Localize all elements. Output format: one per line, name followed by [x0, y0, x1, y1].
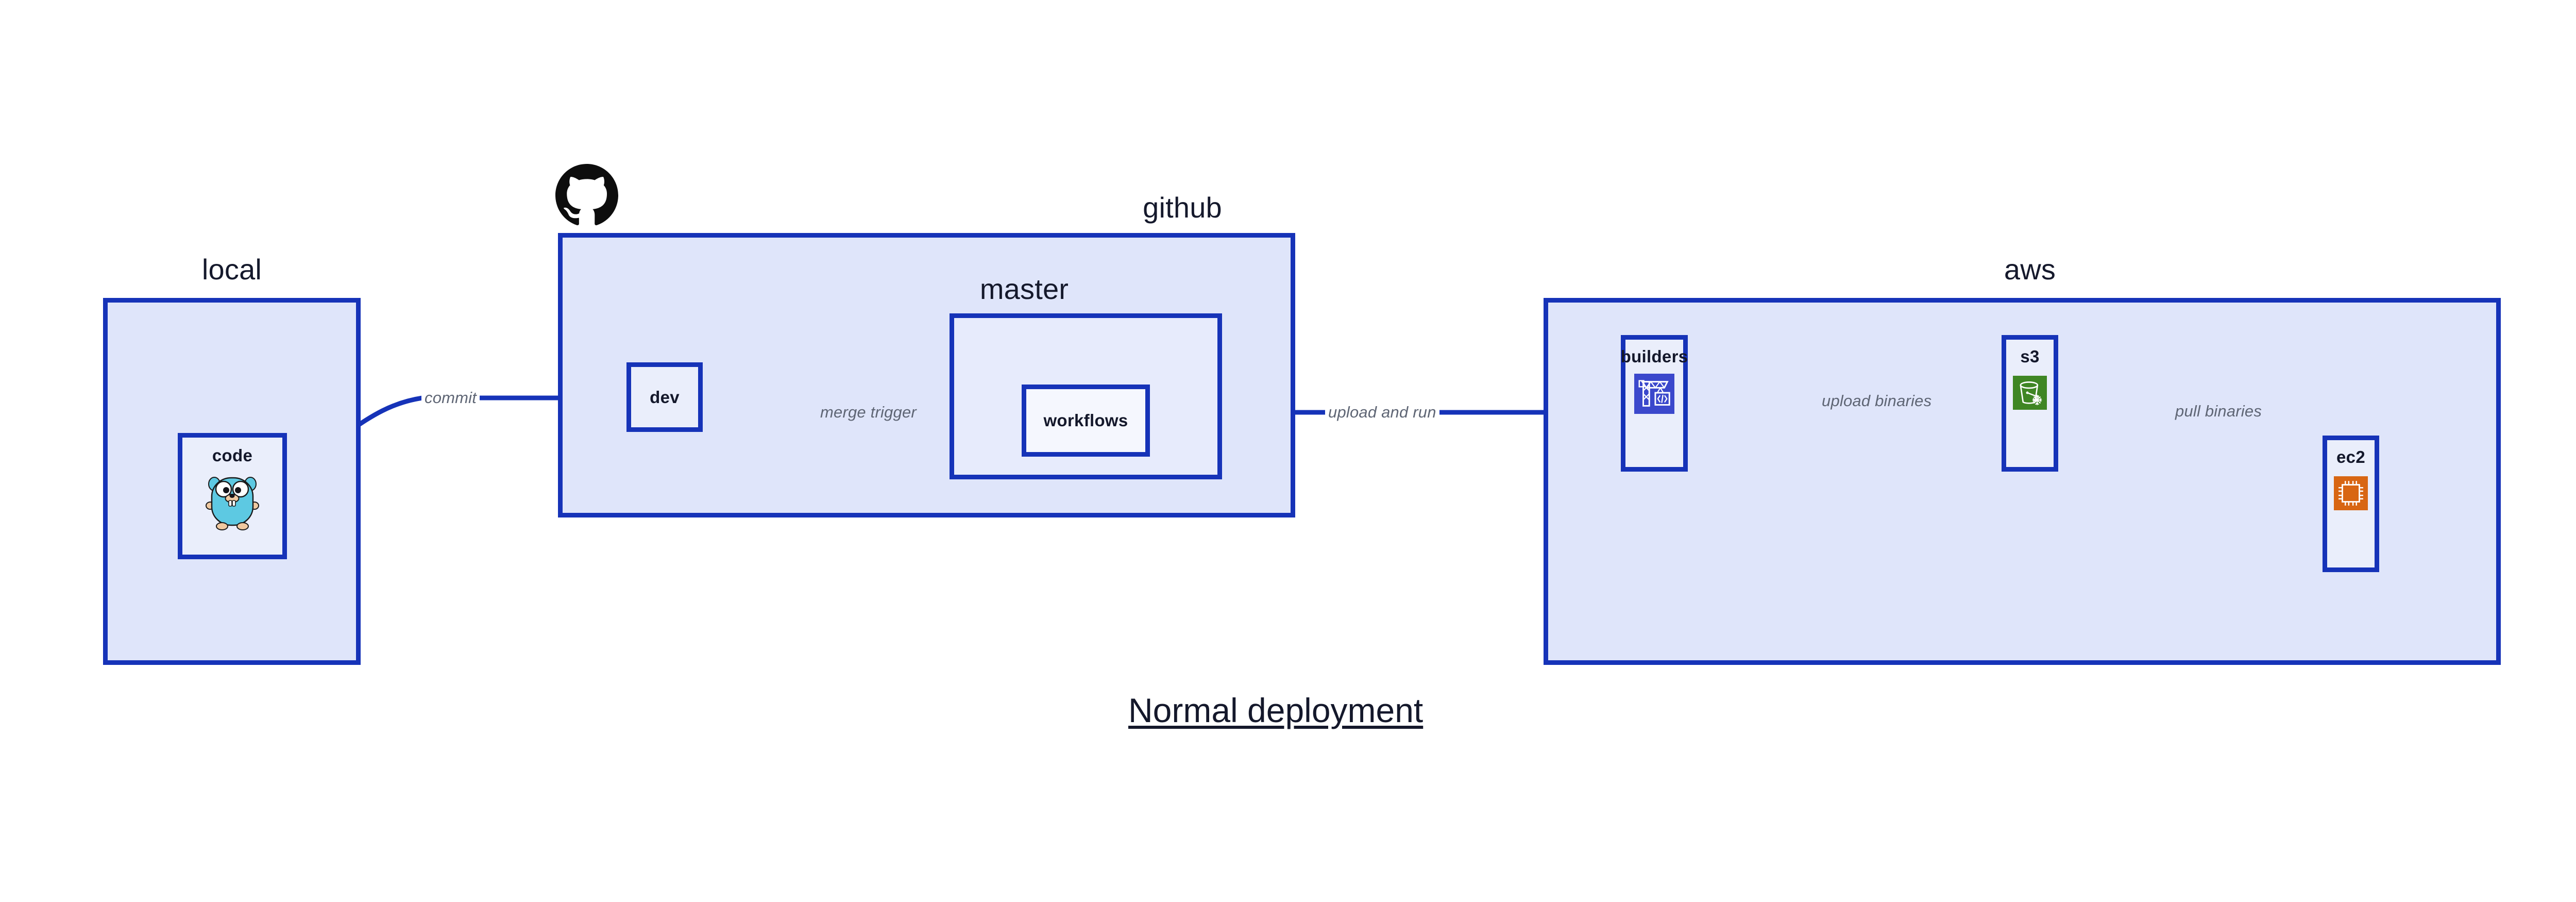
group-label-local: local [201, 253, 262, 286]
node-label-dev: dev [650, 387, 680, 407]
node-dev[interactable]: dev [626, 362, 703, 432]
node-builders[interactable]: builders [1621, 335, 1688, 472]
github-octocat-logo [555, 164, 618, 227]
node-workflows[interactable]: workflows [1022, 385, 1150, 457]
go-gopher-icon [206, 472, 259, 534]
node-label-ec2: ec2 [2336, 447, 2365, 466]
page-title: Normal deployment [1128, 691, 1423, 729]
node-label-workflows: workflows [1043, 411, 1128, 430]
aws-codebuild-icon [1634, 374, 1674, 416]
edge-label-merge-trigger: merge trigger [817, 403, 920, 422]
group-label-aws: aws [2004, 253, 2056, 286]
node-code[interactable]: code [178, 433, 287, 559]
aws-s3-bucket-icon [2013, 376, 2047, 412]
group-label-master: master [979, 273, 1069, 305]
edge-label-upload-and-run: upload and run [1325, 403, 1439, 422]
edge-label-upload-binaries: upload binaries [1819, 392, 1935, 410]
node-s3[interactable]: s3 [2002, 335, 2058, 472]
group-label-github: github [1143, 191, 1222, 224]
aws-ec2-chip-icon [2334, 476, 2368, 513]
node-label-code: code [212, 446, 253, 465]
edge-label-commit: commit [421, 389, 480, 407]
node-ec2[interactable]: ec2 [2323, 436, 2379, 572]
edge-label-pull-binaries: pull binaries [2172, 402, 2265, 421]
node-label-s3: s3 [2020, 347, 2040, 366]
node-label-builders: builders [1620, 347, 1688, 366]
